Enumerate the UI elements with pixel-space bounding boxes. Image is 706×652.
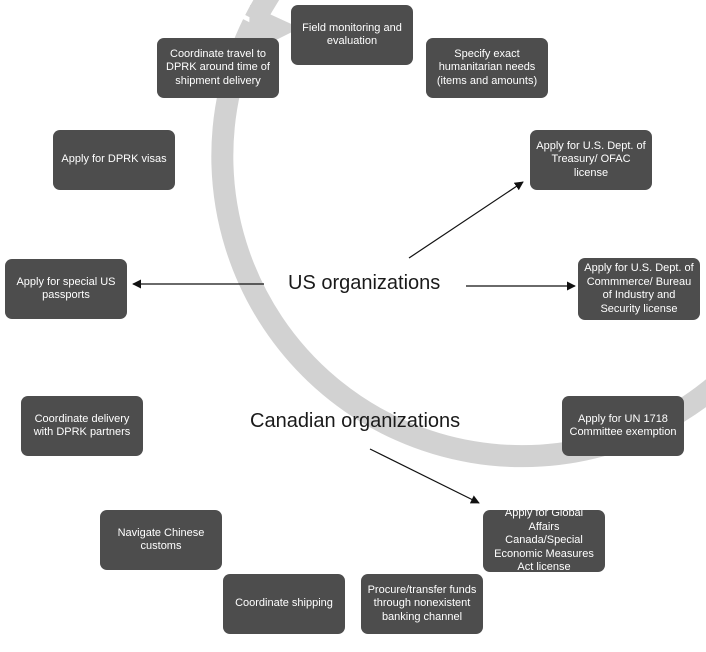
connector-us-to-treasury <box>408 181 524 259</box>
step-special-passports: Apply for special US passports <box>5 259 127 319</box>
step-coordinate-travel: Coordinate travel to DPRK around time of… <box>157 38 279 98</box>
step-coordinate-shipping: Coordinate shipping <box>223 574 345 634</box>
us-organizations-label: US organizations <box>288 272 441 294</box>
step-specify-needs: Specify exact humanitarian needs (items … <box>426 38 548 98</box>
canadian-organizations-label: Canadian organizations <box>250 410 461 432</box>
step-dprk-visas: Apply for DPRK visas <box>53 130 175 190</box>
connector-canada-to-global-affairs <box>369 448 480 504</box>
step-treasury-ofac: Apply for U.S. Dept. of Treasury/ OFAC l… <box>530 130 652 190</box>
step-un-1718: Apply for UN 1718 Committee exemption <box>562 396 684 456</box>
step-procure-funds: Procure/transfer funds through nonexiste… <box>361 574 483 634</box>
step-chinese-customs: Navigate Chinese customs <box>100 510 222 570</box>
cycle-ring <box>211 0 706 468</box>
step-global-affairs: Apply for Global Affairs Canada/Special … <box>483 507 605 573</box>
step-coordinate-delivery: Coordinate delivery with DPRK partners <box>21 396 143 456</box>
step-field-monitoring: Field monitoring and evaluation <box>291 5 413 65</box>
step-commerce-bis: Apply for U.S. Dept. of Commmerce/ Burea… <box>578 258 700 320</box>
